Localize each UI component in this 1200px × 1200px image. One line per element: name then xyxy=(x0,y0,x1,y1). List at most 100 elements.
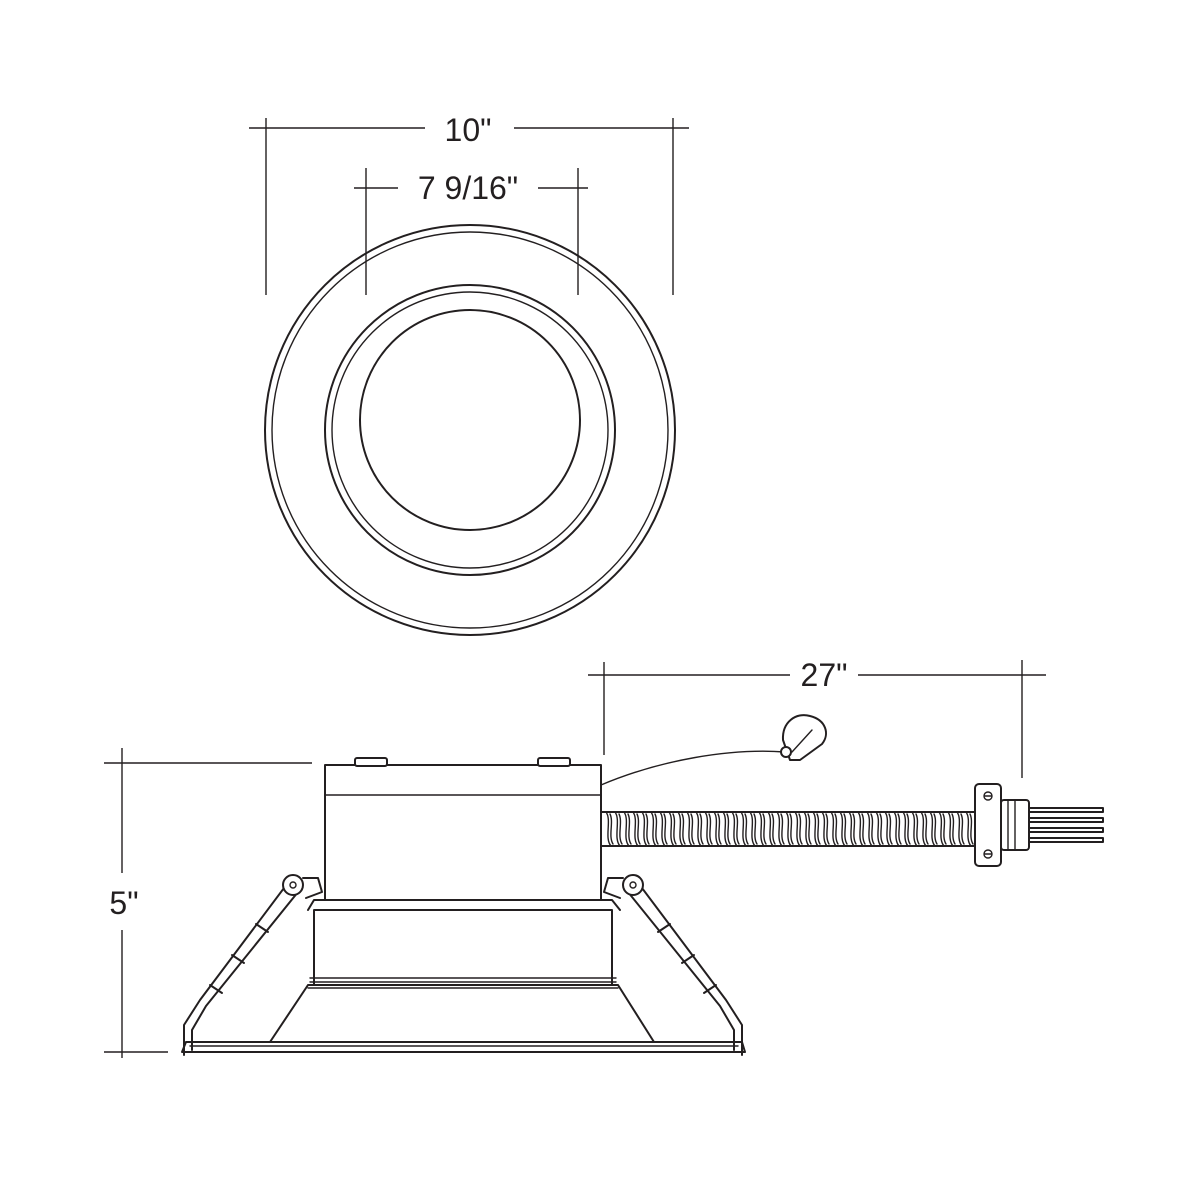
conduit-rib-shadow xyxy=(699,813,704,845)
trim-outer-edge-inner-line xyxy=(271,231,669,629)
conduit-rib-shadow xyxy=(780,813,785,845)
conduit-rib-shadow xyxy=(834,813,839,845)
conduit-rib-shadow xyxy=(627,813,632,845)
conduit-rib-shadow xyxy=(969,813,974,845)
conduit-rib xyxy=(704,811,711,847)
dimension-outer-diameter: 10" xyxy=(249,112,689,295)
dimension-height: 5" xyxy=(104,748,312,1058)
conduit-rib-shadow xyxy=(654,813,659,845)
conduit-rib-shadow xyxy=(618,813,623,845)
conduit-rib-shadow xyxy=(771,813,776,845)
side-view xyxy=(181,714,1104,1056)
conduit-rib-shadow xyxy=(879,813,884,845)
trim-outer-edge xyxy=(264,224,676,636)
conduit-rib xyxy=(605,811,612,847)
conduit-rib xyxy=(857,811,864,847)
lead-wires xyxy=(1028,807,1104,843)
conduit-rib-shadow xyxy=(933,813,938,845)
cable-length-label: 27" xyxy=(801,657,848,693)
conduit-rib xyxy=(920,811,927,847)
conduit-rib xyxy=(893,811,900,847)
conduit-rib-shadow xyxy=(825,813,830,845)
height-label: 5" xyxy=(109,885,138,921)
conduit-rib xyxy=(785,811,792,847)
housing-outer-ring xyxy=(324,284,616,576)
spring-clip-right xyxy=(603,874,743,1056)
dimension-cable-length: 27" xyxy=(588,657,1046,778)
conduit-rib xyxy=(677,811,684,847)
conduit-rib xyxy=(902,811,909,847)
conduit-rib-shadow xyxy=(708,813,713,845)
conduit-rib-shadow xyxy=(726,813,731,845)
conduit-rib xyxy=(911,811,918,847)
conduit-rib xyxy=(668,811,675,847)
flex-conduit xyxy=(600,811,976,847)
housing-inner-ring xyxy=(331,291,609,569)
conduit-rib xyxy=(740,811,747,847)
driver-box xyxy=(324,757,602,901)
conduit-rib xyxy=(632,811,639,847)
lower-housing xyxy=(307,899,621,986)
dimension-cutout-diameter: 7 9/16" xyxy=(354,168,588,295)
conduit-rib-shadow xyxy=(789,813,794,845)
conduit-rib xyxy=(767,811,774,847)
conduit-rib-shadow xyxy=(915,813,920,845)
conduit-rib-shadow xyxy=(681,813,686,845)
conduit-rib-shadow xyxy=(843,813,848,845)
conduit-rib xyxy=(938,811,945,847)
conduit-rib xyxy=(947,811,954,847)
conduit-rib xyxy=(641,811,648,847)
conduit-rib xyxy=(713,811,720,847)
spring-clip-left xyxy=(183,874,323,1056)
conduit-rib-shadow xyxy=(735,813,740,845)
conduit-rib-shadow xyxy=(717,813,722,845)
conduit-rib xyxy=(686,811,693,847)
conduit-rib xyxy=(929,811,936,847)
conduit-rib xyxy=(758,811,765,847)
conduit-rib-shadow xyxy=(672,813,677,845)
conduit-connector xyxy=(974,783,1030,867)
conduit-rib-shadow xyxy=(924,813,929,845)
conduit-rib-shadow xyxy=(645,813,650,845)
top-clip-left xyxy=(354,757,388,767)
conduit-rib xyxy=(812,811,819,847)
conduit-rib xyxy=(794,811,801,847)
conduit-rib-shadow xyxy=(807,813,812,845)
conduit-rib-shadow xyxy=(636,813,641,845)
conduit-rib-shadow xyxy=(888,813,893,845)
conduit-rib-shadow xyxy=(690,813,695,845)
conduit-rib xyxy=(866,811,873,847)
top-view xyxy=(264,224,676,636)
conduit-rib xyxy=(830,811,837,847)
conduit-rib xyxy=(731,811,738,847)
conduit-rib-shadow xyxy=(870,813,875,845)
conduit-rib xyxy=(875,811,882,847)
conduit-rib xyxy=(695,811,702,847)
conduit-rib-shadow xyxy=(798,813,803,845)
outer-diameter-label: 10" xyxy=(445,112,492,148)
conduit-rib xyxy=(722,811,729,847)
conduit-rib xyxy=(848,811,855,847)
conduit-rib-shadow xyxy=(897,813,902,845)
cutout-diameter-label: 7 9/16" xyxy=(418,170,518,206)
conduit-rib xyxy=(956,811,963,847)
conduit-rib xyxy=(659,811,666,847)
lens xyxy=(359,309,581,531)
conduit-rib-shadow xyxy=(663,813,668,845)
conduit-rib-shadow xyxy=(960,813,965,845)
conduit-rib xyxy=(776,811,783,847)
conduit-rib-shadow xyxy=(816,813,821,845)
conduit-rib xyxy=(650,811,657,847)
conduit-rib-shadow xyxy=(861,813,866,845)
conduit-rib-shadow xyxy=(942,813,947,845)
conduit-rib xyxy=(839,811,846,847)
conduit-rib xyxy=(749,811,756,847)
conduit-rib-shadow xyxy=(906,813,911,845)
conduit-rib xyxy=(614,811,621,847)
conduit-rib-shadow xyxy=(951,813,956,845)
safety-cable xyxy=(600,714,827,786)
conduit-rib-shadow xyxy=(744,813,749,845)
conduit-rib xyxy=(965,811,972,847)
carabiner-icon xyxy=(781,714,827,761)
